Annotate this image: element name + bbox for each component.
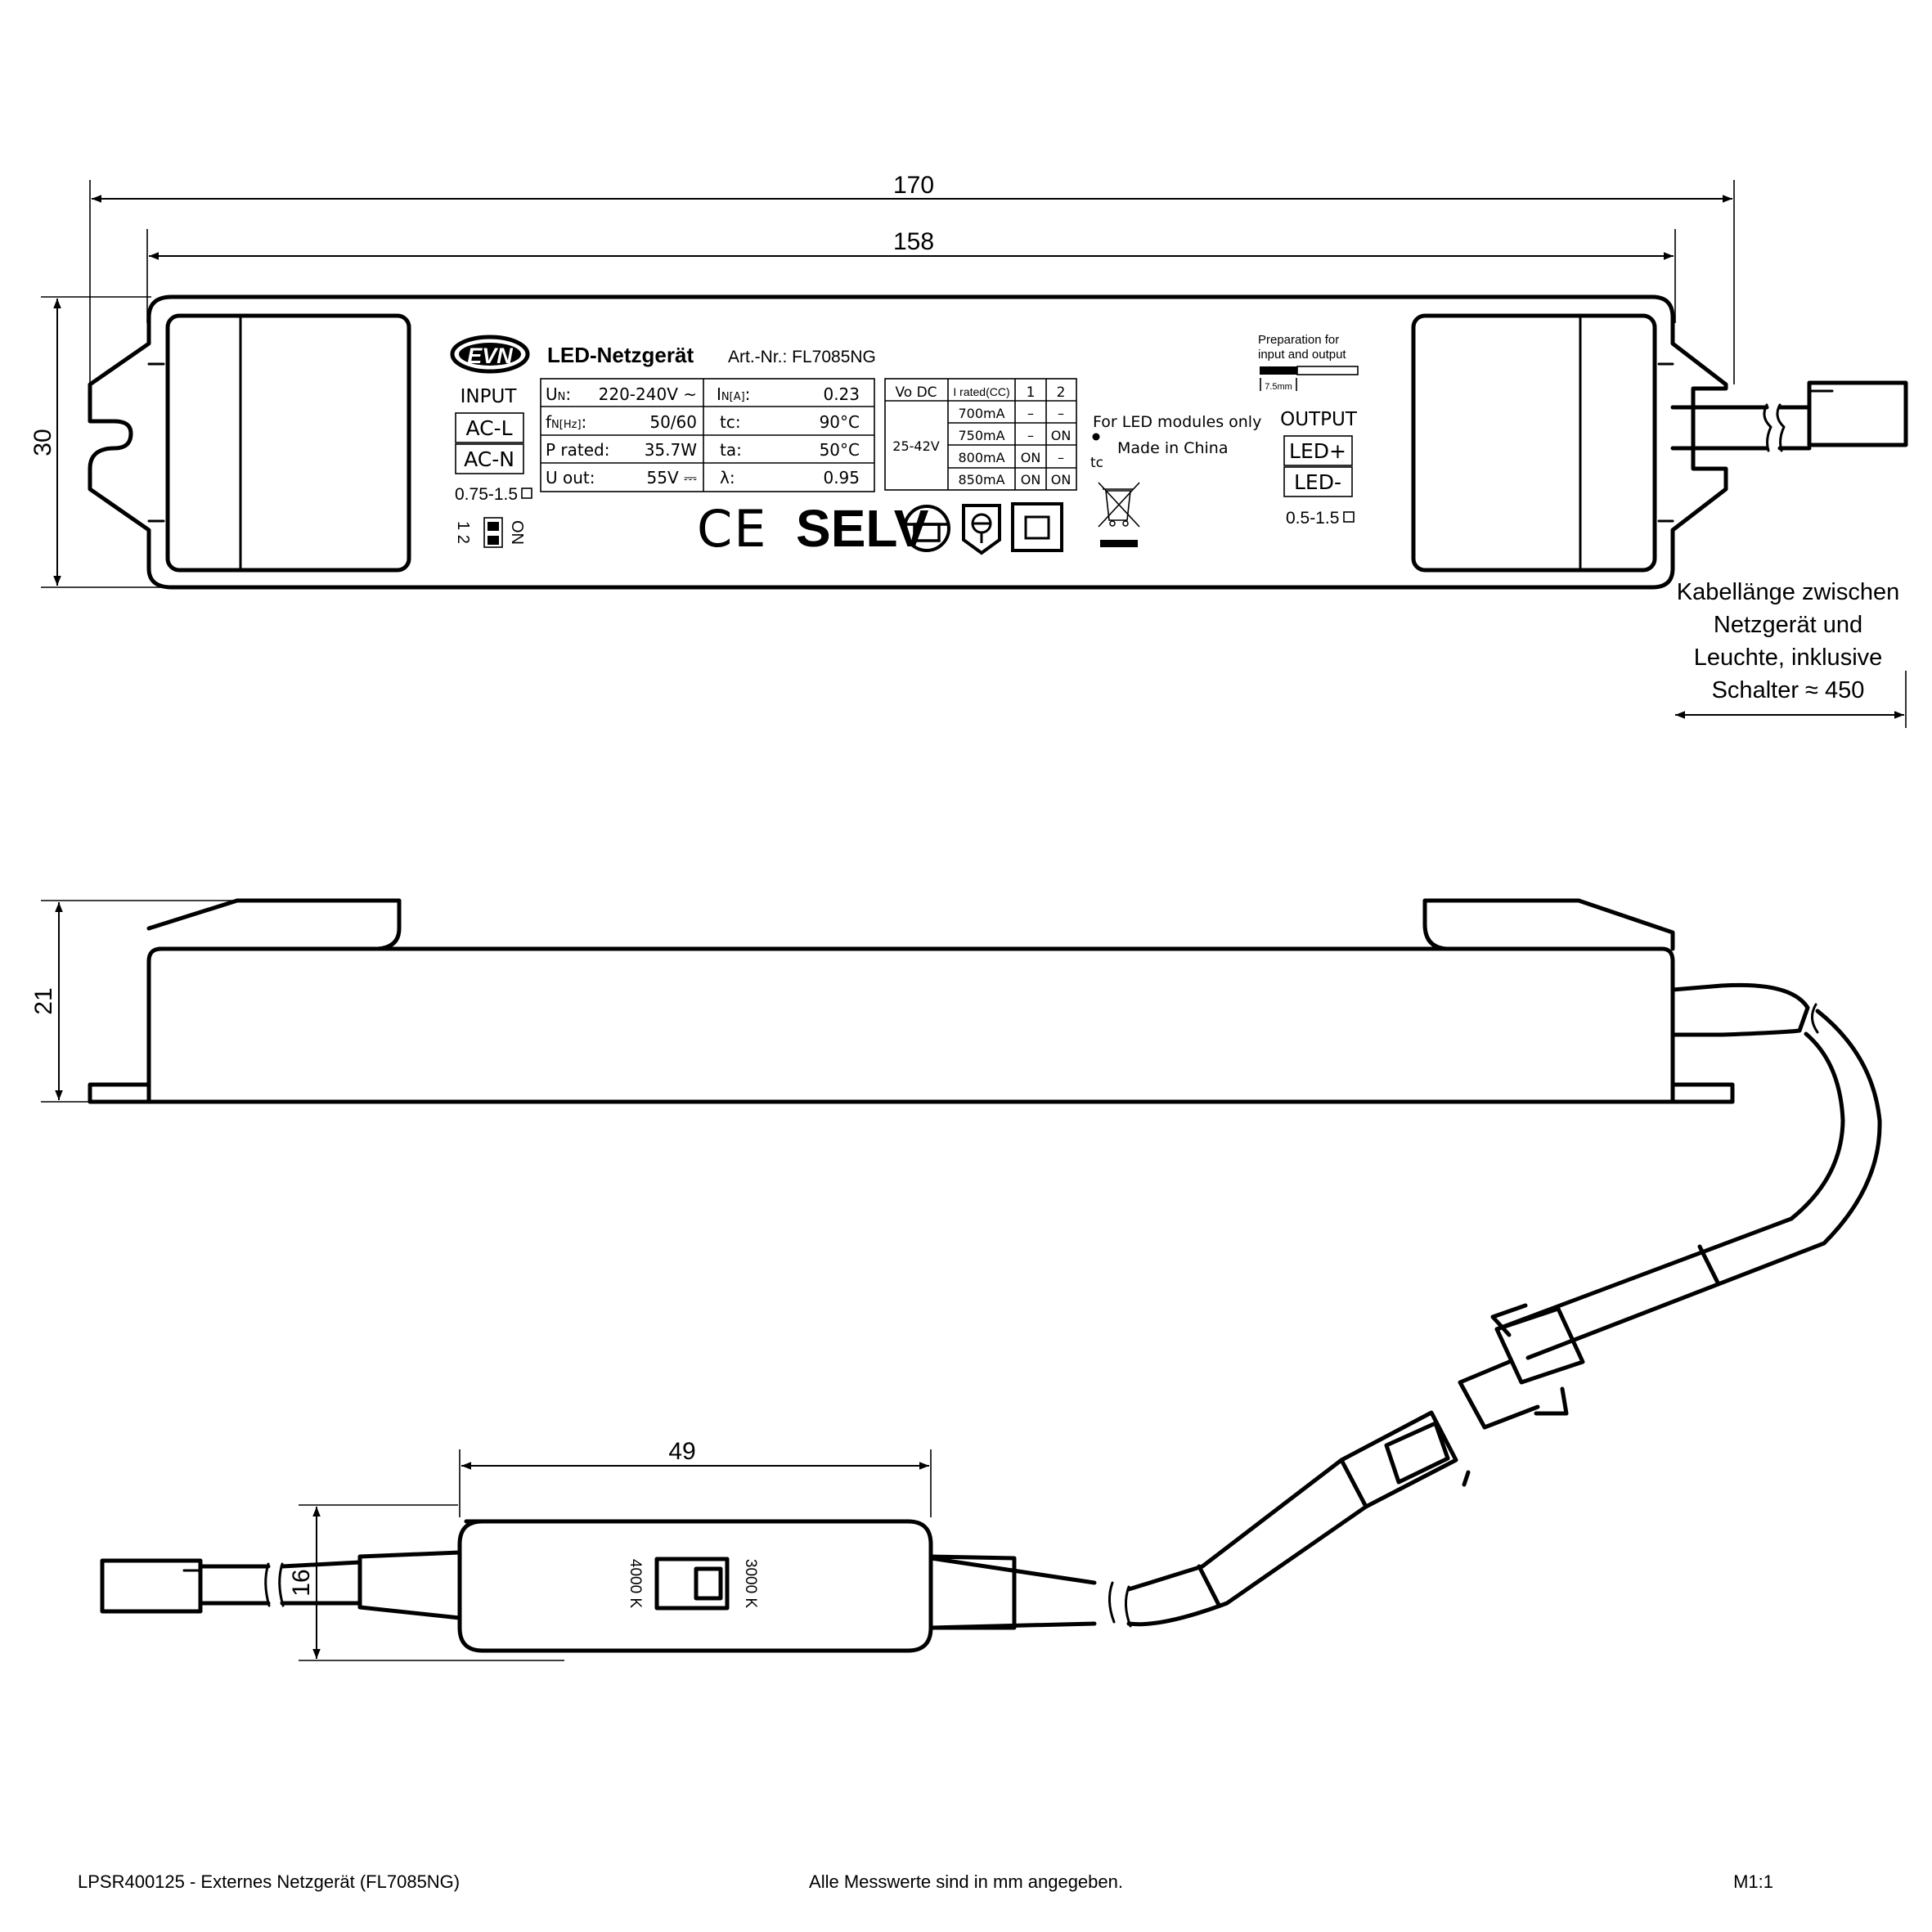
current-row-4-s1: ON (1021, 472, 1041, 487)
slide-switch-knob (694, 1566, 723, 1601)
current-row-1-s1: – (1027, 406, 1034, 421)
evn-logo-text: EVN (467, 344, 513, 368)
slide-switch-button[interactable] (654, 1557, 730, 1611)
spec-tc-value: 90°C (820, 412, 860, 432)
current-table-header-1: 1 (1027, 384, 1036, 401)
spec-lambda-name: λ: (720, 468, 735, 487)
cable-length-note: Kabellänge zwischen Netzgerät und Leucht… (1675, 579, 1907, 728)
input-terminal-l: AC-L (465, 416, 512, 440)
current-row-2-s2: ON (1051, 428, 1072, 443)
spec-lambda-value: 0.95 (823, 468, 860, 487)
tc-mark: tc (1090, 455, 1103, 471)
label-article-number: Art.-Nr.: FL7085NG (728, 348, 876, 366)
output-cable-top (1670, 380, 1908, 452)
dimension-158-label: 158 (893, 228, 934, 255)
output-wire-range: 0.5-1.5 (1286, 509, 1339, 528)
current-table-voltage: 25-42V (892, 438, 939, 454)
switch-label-3000k: 3000 K (742, 1559, 759, 1609)
spec-fn-name: fN[Hz]: (546, 412, 586, 432)
spec-uout-value: 55V ⎓ (647, 468, 697, 487)
footer-document-id: LPSR400125 - Externes Netzgerät (FL7085N… (78, 1871, 460, 1892)
prep-note-line-1: Preparation for (1258, 333, 1339, 347)
current-table: Vo DC I rated(CC) 1 2 25-42V 700mA – – 7… (884, 378, 1077, 491)
dip-switch-on: ON (508, 520, 526, 545)
dimension-49: 49 (459, 1438, 932, 1517)
dip-switch-numbers: 1 2 (454, 521, 472, 544)
input-terminal-n: AC-N (464, 447, 514, 471)
power-supply-side-view (88, 898, 1735, 1104)
current-row-3-s1: ON (1021, 450, 1041, 465)
prep-wire-mm: 7.5mm (1265, 382, 1292, 392)
dimension-170: 170 (89, 172, 1735, 384)
current-row-1-s2: – (1058, 406, 1064, 421)
dimension-21-label: 21 (30, 987, 57, 1014)
tc-point-icon (1092, 433, 1100, 441)
current-row-4-value: 850mA (958, 472, 1004, 487)
class-ii-mark-icon (1011, 502, 1063, 552)
cable-note-line-4: Schalter ≈ 450 (1712, 677, 1865, 703)
footer-units-note: Alle Messwerte sind in mm angegeben. (809, 1871, 1123, 1892)
spec-tc-name: tc: (720, 412, 741, 432)
dip-switch-icon: 1 2 ON (454, 517, 526, 548)
switch-label-4000k: 4000 K (627, 1559, 644, 1609)
led-only-note: For LED modules only (1093, 413, 1261, 431)
spec-ta-value: 50°C (820, 440, 860, 460)
spec-fn-value: 50/60 (649, 412, 697, 432)
spec-ta-name: ta: (720, 440, 742, 460)
dimension-21: 21 (30, 900, 270, 1103)
output-heading: OUTPUT (1280, 409, 1358, 430)
cable-note-line-2: Netzgerät und (1714, 612, 1862, 638)
spec-p-value: 35.7W (645, 440, 698, 460)
output-terminal-minus: LED- (1294, 470, 1341, 494)
dimension-170-label: 170 (893, 172, 934, 199)
current-row-2-s1: – (1027, 428, 1034, 443)
footer-scale: M1:1 (1733, 1871, 1773, 1892)
product-label: EVN LED-Netzgerät Art.-Nr.: FL7085NG INP… (450, 333, 1359, 559)
inline-switch: 4000 K 3000 K (100, 1519, 1017, 1653)
selv-mark-icon: SELV (796, 499, 929, 558)
spec-un-value: 220-240V ~ (599, 384, 697, 404)
current-row-3-s2: – (1058, 450, 1064, 465)
current-table-header-2: 2 (1057, 384, 1066, 401)
input-heading: INPUT (461, 386, 518, 407)
spec-table: UN: 220-240V ~ fN[Hz]: 50/60 P rated: 35… (540, 378, 875, 492)
current-row-4-s2: ON (1051, 472, 1072, 487)
cable-note-line-3: Leuchte, inklusive (1694, 645, 1883, 671)
current-table-header-vodc: Vo DC (895, 384, 937, 401)
dimension-30: 30 (29, 296, 164, 588)
protection-mark-icon (962, 504, 1001, 555)
output-terminal-plus: LED+ (1289, 439, 1346, 463)
cable-note-line-1: Kabellänge zwischen (1677, 579, 1899, 605)
made-in-note: Made in China (1117, 439, 1228, 457)
spec-uout-name: U out: (546, 468, 595, 487)
current-table-header-irated: I rated(CC) (953, 385, 1009, 398)
spec-p-name: P rated: (546, 440, 609, 460)
label-title: LED-Netzgerät (547, 343, 694, 367)
dimension-16-label: 16 (288, 1569, 315, 1596)
dimension-30-label: 30 (29, 429, 56, 456)
prep-note-line-2: input and output (1258, 348, 1346, 362)
transformer-mark-icon (903, 505, 950, 552)
current-row-1-value: 700mA (958, 406, 1004, 421)
dimension-158: 158 (146, 228, 1676, 323)
ce-mark-icon: CE (697, 499, 767, 559)
prep-wire-icon: 7.5mm (1260, 366, 1359, 392)
spec-in-value: 0.23 (823, 384, 860, 404)
dimension-49-label: 49 (668, 1438, 695, 1465)
spec-in-name: IN[A]: (717, 384, 750, 404)
current-row-3-value: 800mA (958, 450, 1004, 465)
cable-to-switch (928, 982, 1882, 1630)
current-row-2-value: 750mA (958, 428, 1004, 443)
dimension-16: 16 (288, 1504, 564, 1661)
spec-un-name: UN: (546, 384, 571, 404)
weee-bin-icon (1098, 482, 1140, 547)
input-wire-range: 0.75-1.5 (455, 485, 518, 504)
power-supply-top-view (88, 294, 1728, 590)
evn-logo: EVN (450, 335, 530, 374)
